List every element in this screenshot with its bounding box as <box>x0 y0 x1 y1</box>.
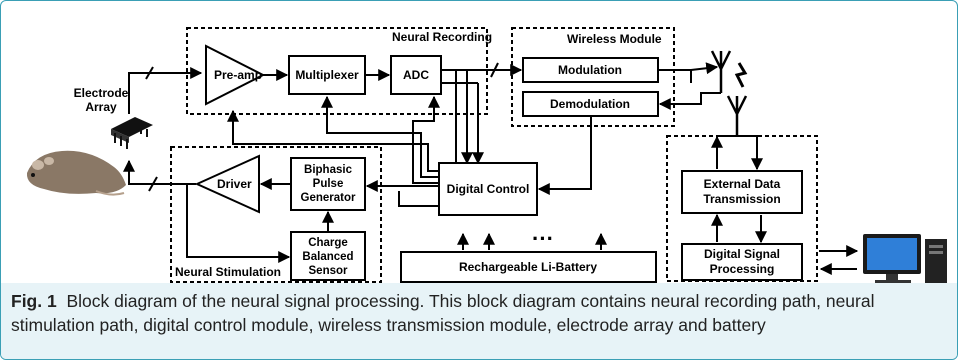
wireless-module-group <box>511 27 675 127</box>
figure-caption: Fig. 1 Block diagram of the neural signa… <box>11 289 951 337</box>
caption-text: Block diagram of the neural signal proce… <box>11 291 875 335</box>
battery-label: Rechargeable Li-Battery <box>459 260 597 274</box>
neural-recording-label: Neural Recording <box>392 30 492 44</box>
adc-block <box>390 55 442 95</box>
battery-block <box>400 251 657 283</box>
neural-stimulation-group <box>170 146 382 283</box>
antenna-icon <box>710 50 748 136</box>
driver-block <box>194 154 260 214</box>
neural-stimulation-label: Neural Stimulation <box>175 265 281 279</box>
block-diagram: Neural Recording Wireless Module Neural … <box>26 27 947 283</box>
external-data-block <box>681 170 803 214</box>
multiplexer-label: Multiplexer <box>295 68 359 82</box>
wireless-module-label: Wireless Module <box>567 32 662 46</box>
preamp-label: Pre-amp <box>214 68 262 82</box>
digital-control-label: Digital Control <box>447 182 530 196</box>
mouse-image <box>26 150 126 196</box>
caption-label: Fig. 1 <box>11 291 57 311</box>
preamp-block <box>205 44 266 106</box>
digital-control-block <box>438 162 538 216</box>
dsp-block <box>681 243 803 281</box>
battery-ellipsis: ··· <box>532 226 554 251</box>
charge-sensor-block <box>290 231 366 281</box>
driver-label: Driver <box>217 177 252 191</box>
demodulation-label: Demodulation <box>550 97 630 111</box>
modulation-block <box>522 57 659 83</box>
caption-background <box>1 283 957 359</box>
adc-label: ADC <box>403 68 429 82</box>
computer-icon <box>863 234 947 283</box>
modulation-label: Modulation <box>558 63 622 77</box>
multiplexer-block <box>288 55 366 95</box>
